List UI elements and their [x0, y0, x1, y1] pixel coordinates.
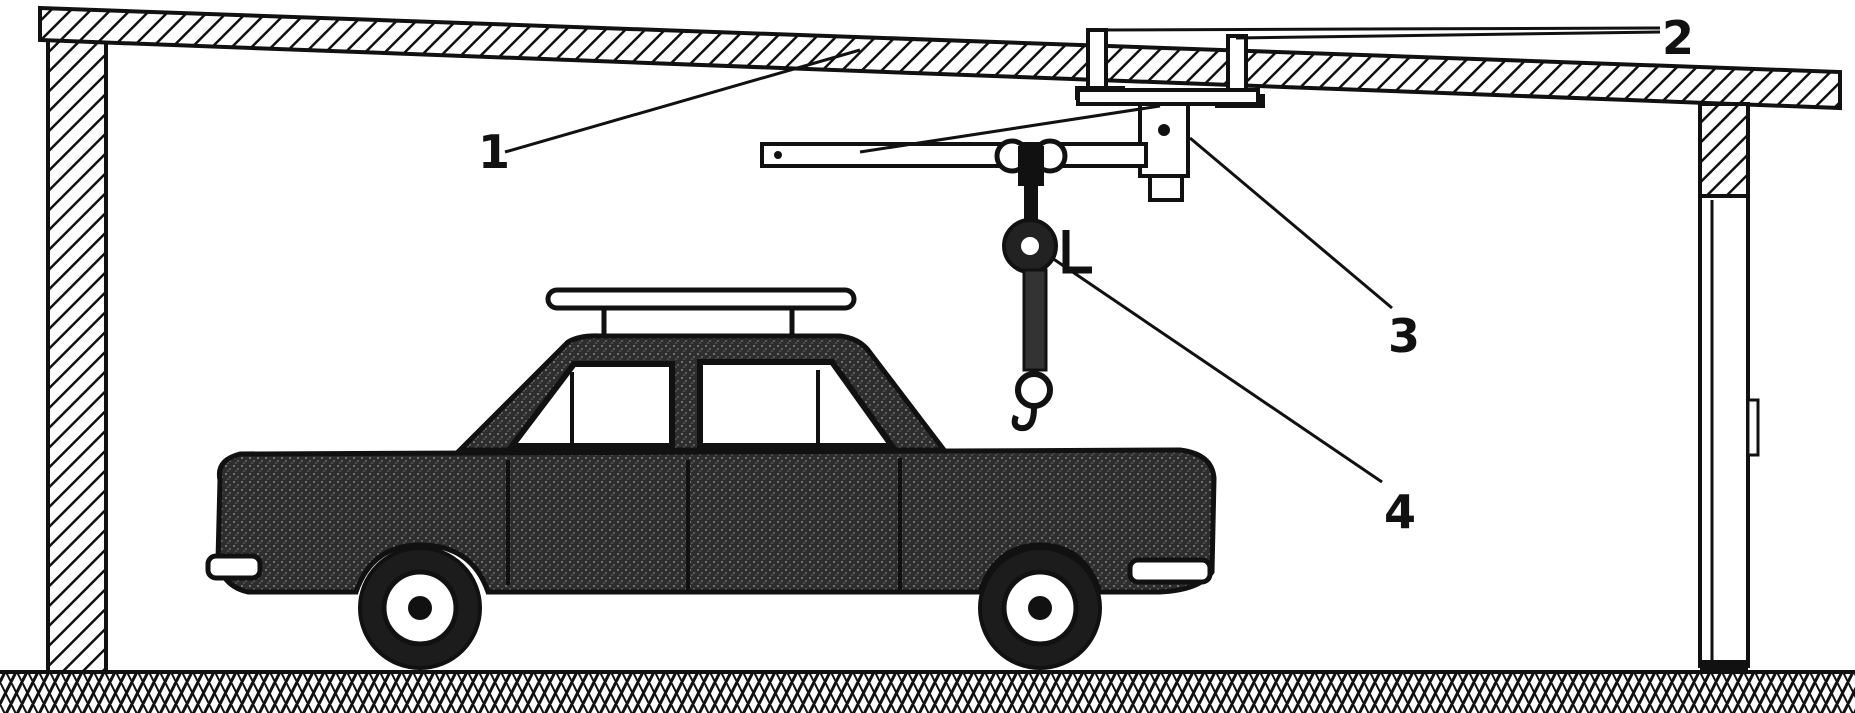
leader-line-1: [504, 48, 1161, 154]
car-rear-window: [505, 361, 675, 449]
car-front-bumper: [1127, 557, 1213, 585]
callout-label-3: 3: [1388, 309, 1420, 363]
car-front-wheel: [978, 546, 1102, 670]
bracket-plate: [1076, 88, 1260, 106]
hook: [1011, 371, 1053, 432]
hoist-block: [1002, 218, 1092, 274]
left-wall: [46, 34, 108, 674]
hoist-lower-chain: [1022, 268, 1048, 372]
roof-slab: [38, 5, 1842, 111]
ground-slab: [0, 670, 1855, 713]
roof-rack: [545, 287, 857, 345]
jib-arm: [760, 142, 1148, 168]
hoist-trolley: [994, 138, 1068, 186]
car: [205, 287, 1217, 670]
car-body: [215, 447, 1217, 595]
leader-line-4: [1051, 256, 1383, 484]
callout-label-4: 4: [1384, 485, 1416, 539]
right-wall: [1698, 102, 1760, 668]
car-front-window: [697, 359, 898, 449]
leader-line-3: [1189, 136, 1393, 310]
door-threshold: [1700, 660, 1748, 672]
car-rear-bumper: [205, 553, 263, 581]
leader-line-2: [1095, 26, 1661, 40]
car-rear-wheel: [358, 546, 482, 670]
callout-label-1: 1: [478, 125, 510, 179]
callout-label-2: 2: [1662, 11, 1694, 65]
